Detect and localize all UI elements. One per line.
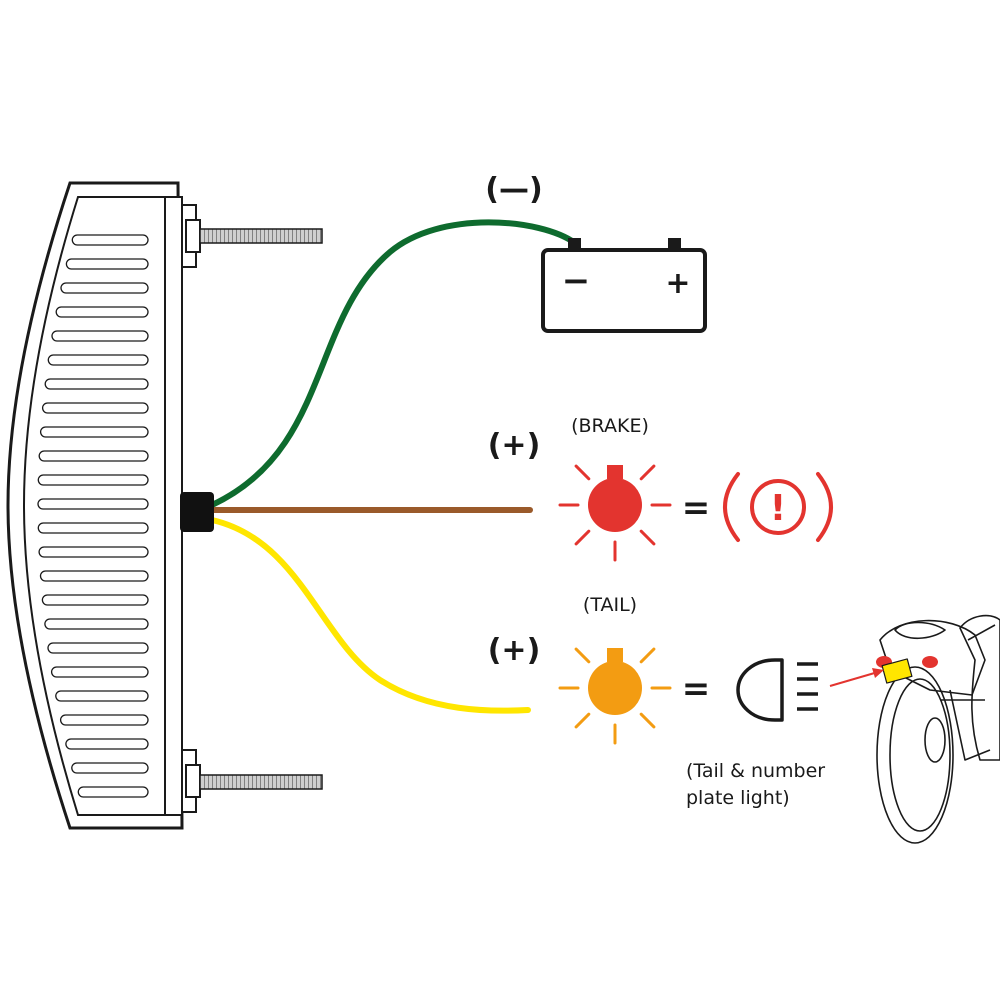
pointer-arrow	[829, 668, 884, 687]
tail-bulb-base	[607, 648, 623, 662]
brake-bulb-base	[607, 465, 623, 479]
tail-polarity-label: (+)	[488, 633, 541, 668]
bulb-ray	[639, 464, 656, 481]
bulb-ray	[574, 647, 591, 664]
lens-slot	[37, 522, 149, 534]
motorcycle-taillight-right	[922, 656, 938, 668]
lens-slot	[65, 258, 149, 270]
brake-bulb-globe	[588, 478, 642, 532]
headlight-beam-icon	[736, 658, 818, 722]
bulb-ray	[574, 712, 591, 729]
bulb-ray	[639, 712, 656, 729]
lens-slot	[44, 618, 149, 630]
lens-slot	[71, 234, 149, 246]
lens-slot	[37, 474, 149, 486]
brake-polarity-label: (+)	[488, 428, 541, 463]
brake-bulb-rays	[558, 464, 672, 562]
warning-arc-left	[723, 472, 740, 542]
battery-plus-sign: +	[665, 266, 690, 301]
lens-slot	[65, 738, 149, 750]
tail-bulb-rays	[558, 647, 672, 745]
brake-bulb-icon	[558, 464, 672, 562]
lens-slot	[37, 498, 149, 510]
lens-slot	[44, 378, 149, 390]
lens-slot	[55, 306, 149, 318]
tail-caption-line2: plate light)	[686, 787, 790, 809]
lens-slot	[47, 642, 149, 654]
brake-warning-icon: !	[723, 472, 833, 542]
wire-grommet	[180, 492, 214, 532]
mounting-stud-bottom	[181, 749, 323, 813]
housing-side-rail	[164, 196, 183, 816]
lens-slot	[77, 786, 149, 798]
battery: − +	[541, 238, 707, 333]
ground-wire	[209, 219, 578, 508]
warning-exclamation: !	[770, 488, 786, 529]
tail-equals-sign: =	[682, 669, 711, 709]
warning-arc-right	[816, 472, 833, 542]
lens-slot	[39, 570, 149, 582]
lens-slot	[51, 330, 149, 342]
bulb-ray	[574, 529, 591, 546]
bulb-ray	[639, 647, 656, 664]
beam-lamp-outline	[736, 658, 784, 722]
rear-wheel	[876, 666, 954, 844]
battery-minus-sign: −	[562, 261, 591, 301]
bulb-ray	[639, 529, 656, 546]
lens-slot	[55, 690, 149, 702]
tail-bulb-globe	[588, 661, 642, 715]
lens-slot	[59, 714, 149, 726]
lens-slot	[47, 354, 149, 366]
tail-wire	[209, 517, 531, 714]
lens-slot	[60, 282, 149, 294]
warning-circle	[750, 479, 806, 535]
tail-caption-line1: (Tail & number	[686, 760, 825, 782]
lens-slot	[38, 450, 149, 462]
tail-light-housing	[6, 181, 184, 830]
battery-terminal-negative	[568, 238, 581, 250]
tail-title: (TAIL)	[583, 594, 637, 616]
battery-body	[541, 248, 707, 333]
motorcycle-rear-illustration	[876, 614, 1000, 844]
lens-slot	[39, 426, 149, 438]
ground-polarity-label: (—)	[485, 172, 542, 207]
brake-equals-sign: =	[682, 488, 711, 528]
lens-slot	[71, 762, 149, 774]
lens-slot	[41, 402, 149, 414]
tail-bulb-icon	[558, 647, 672, 745]
lens-slot	[38, 546, 149, 558]
bulb-ray	[574, 464, 591, 481]
brake-title: (BRAKE)	[571, 415, 649, 437]
number-plate	[881, 658, 913, 684]
lens-slots	[37, 234, 149, 798]
mounting-stud-top	[181, 204, 323, 268]
seat-body	[959, 614, 1000, 761]
lens-slot	[41, 594, 149, 606]
battery-terminal-positive	[668, 238, 681, 250]
lens-slot	[50, 666, 149, 678]
